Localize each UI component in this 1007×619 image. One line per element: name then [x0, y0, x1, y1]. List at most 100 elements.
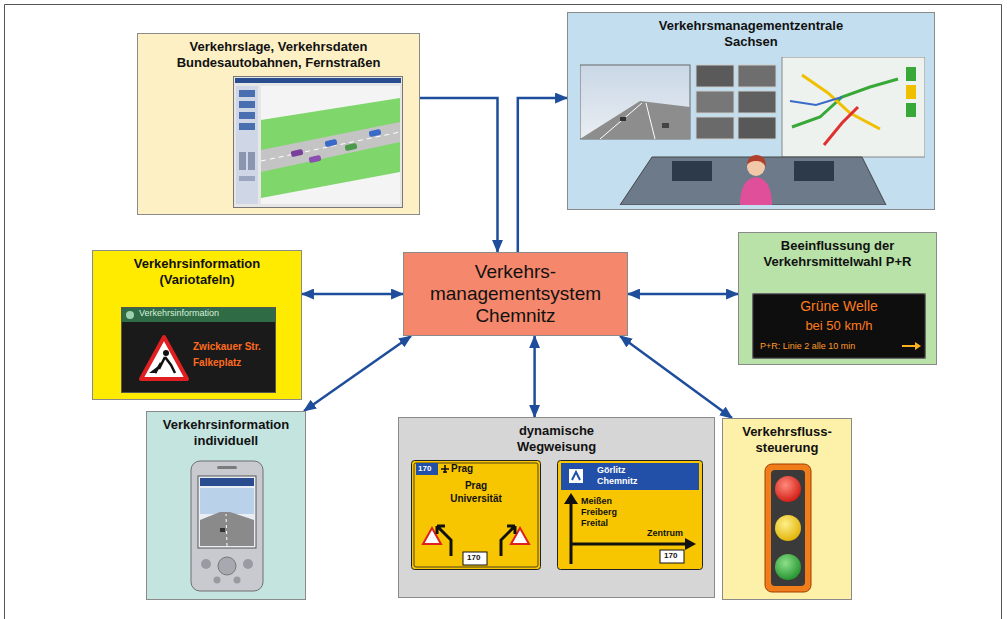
sign-text: 170: [664, 551, 677, 561]
drawing-part: [291, 149, 304, 157]
sign-text: Freital: [581, 518, 608, 529]
drawing-part: [561, 463, 699, 490]
sign-text: Grüne Welle: [752, 298, 926, 314]
illustration: Grüne Welle bei 50 km/hP+R: Linie 2 alle …: [752, 293, 926, 359]
drawing-part: [794, 161, 834, 181]
drawing-part: [501, 526, 515, 556]
drawing-part: [149, 367, 157, 373]
drawing-part: [463, 552, 487, 565]
illustration: VerkehrsinformationZwickauer Str. Falkepl…: [121, 307, 276, 393]
drawing-part: [248, 152, 255, 170]
drawing-part: [620, 117, 626, 121]
arrow-connector: [518, 98, 567, 252]
drawing-part: [696, 117, 734, 139]
sign-text: Prag: [411, 480, 541, 492]
drawing-part: [441, 465, 449, 473]
drawing-part: [261, 132, 400, 161]
drawing-part: [309, 155, 322, 163]
drawing-part: [738, 91, 776, 113]
drawing-part: [261, 122, 400, 172]
illustration: [190, 460, 264, 592]
pda-picture: [190, 460, 264, 592]
drawing-part: [696, 65, 734, 87]
drawing-part: [163, 350, 169, 356]
drawing-part: [239, 90, 255, 97]
drawing-part: [782, 57, 925, 157]
arrow-connector: [302, 293, 403, 296]
illustration: [580, 57, 925, 205]
drawing-part: [198, 476, 256, 548]
drawing-part: [747, 155, 766, 167]
box-title: Verkehrsinformation (Variotafeln): [122, 256, 272, 288]
drawing-part: [753, 294, 926, 359]
drawing-part: [122, 308, 275, 322]
sign-text: Verkehrsinformation: [139, 308, 219, 319]
box-title: Verkehrslage, Verkehrsdaten Bundesautoba…: [164, 39, 394, 71]
sign-text: Freiberg: [581, 507, 617, 518]
output-box: Verkehrsinformation (Variotafeln) Verkeh…: [92, 250, 302, 400]
output-box: Beeinflussung der Verkehrsmittelwahl P+R…: [738, 232, 937, 365]
sign-text: Zwickauer Str.: [193, 341, 261, 353]
drawing-part: [738, 117, 776, 139]
sign-text: Prag: [451, 463, 473, 475]
sign-text: 170: [418, 464, 431, 474]
drawing-part: [234, 577, 241, 584]
drawing-part: [261, 86, 400, 204]
sign-text: Falkeplatz: [193, 357, 241, 369]
drawing-part: [412, 461, 541, 570]
box-title: Verkehrsinformation individuell: [151, 417, 301, 449]
drawing-part: [325, 139, 338, 147]
drawing-part: [236, 86, 258, 204]
drawing-part: [906, 85, 916, 99]
arrow-connector: [628, 293, 738, 296]
arrow-connector: [304, 336, 411, 411]
traffic-light-picture: [756, 463, 820, 593]
system-title: Verkehrs- managementsystem Chemnitz: [416, 261, 616, 327]
drawing-part: [235, 78, 401, 83]
output-box: Verkehrsfluss- steuerung: [722, 418, 852, 600]
drawing-part: [369, 129, 382, 137]
drawing-part: [685, 538, 696, 550]
arrow-connector: [420, 98, 498, 252]
drawing-part: [239, 176, 255, 181]
drawing-part: [155, 357, 175, 373]
drawing-part: [558, 461, 703, 570]
drawing-part: [218, 557, 236, 575]
sign-text: Chemnitz: [597, 476, 638, 487]
frame-line: [5, 5, 1002, 619]
core-system-box: Verkehrs- managementsystem Chemnitz: [403, 252, 628, 336]
sign-text: Zentrum: [647, 528, 683, 539]
drawing-part: [243, 559, 253, 569]
drawing-part: [416, 463, 438, 475]
drawing-part: [572, 472, 580, 480]
illustration: [756, 463, 820, 593]
drawing-part: [217, 466, 237, 469]
drawing-part: [239, 152, 246, 170]
control-room-picture: [580, 57, 925, 205]
drawing-part: [662, 123, 669, 128]
drawing-part: [696, 91, 734, 113]
source-box: Verkehrslage, Verkehrsdaten Bundesautoba…: [137, 33, 420, 215]
sign-text: bei 50 km/h: [752, 318, 926, 333]
drawing-part: [345, 143, 358, 151]
sign-text: Universität: [411, 493, 541, 505]
drawing-part: [580, 101, 690, 139]
drawing-part: [200, 478, 254, 486]
drawing-part: [775, 554, 801, 580]
drawing-part: [580, 65, 690, 139]
box-title: Beeinflussung der Verkehrsmittelwahl P+R: [750, 238, 925, 270]
sign-text: Görlitz: [597, 465, 626, 476]
drawing-part: [126, 311, 134, 319]
box-title: Verkehrsmanagementzentrale Sachsen: [644, 18, 859, 50]
drawing-part: [824, 107, 858, 145]
drawing-part: [569, 469, 583, 483]
drawing-part: [220, 528, 225, 532]
drawing-part: [620, 157, 886, 205]
drawing-part: [570, 502, 573, 564]
sign-text: P+R: Linie 2 alle 10 min: [760, 341, 855, 352]
drawing-part: [765, 464, 811, 592]
drawing-part: [261, 98, 400, 198]
centre-box: Verkehrsmanagementzentrale Sachsen: [567, 12, 935, 210]
drawing-part: [414, 463, 538, 567]
